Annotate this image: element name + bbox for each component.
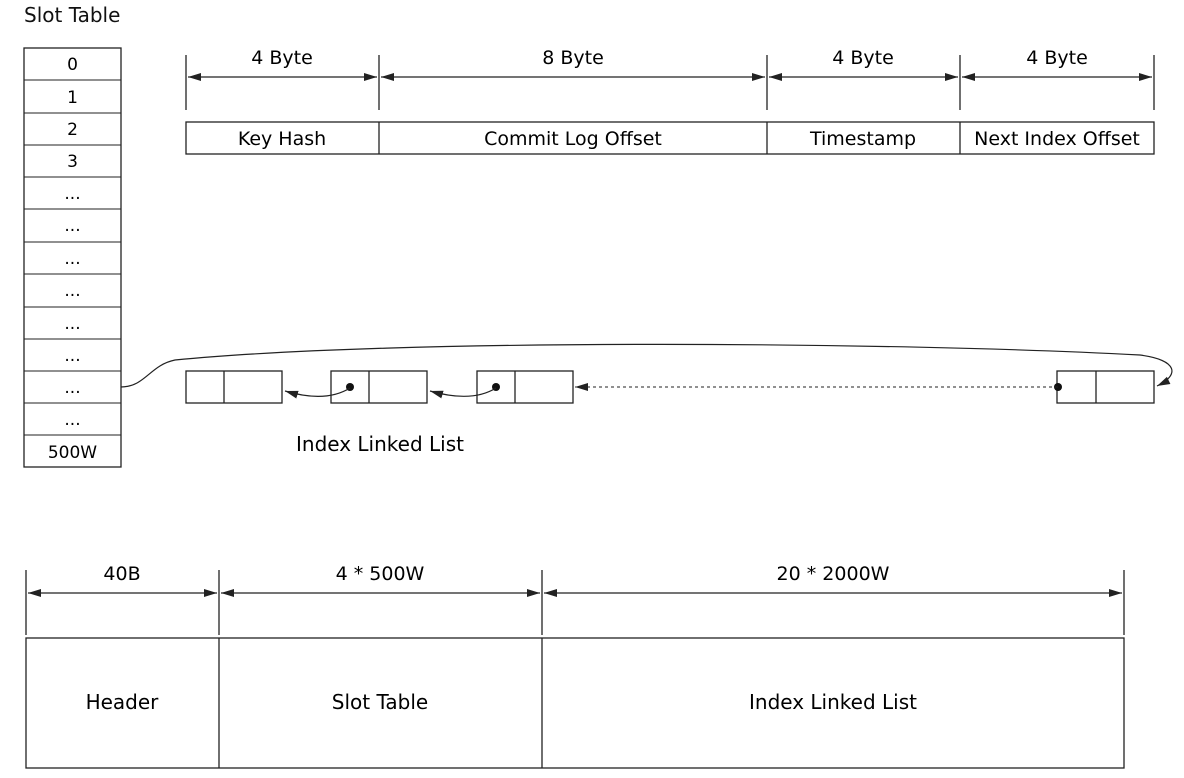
next-pointer-arrow	[429, 387, 497, 399]
section-size-label: 40B	[103, 563, 140, 585]
linked-list-label: Index Linked List	[296, 432, 464, 456]
slot-cell-label: ...	[64, 314, 80, 334]
slot-cell: ...	[24, 410, 121, 436]
slot-cell: 0	[24, 55, 121, 81]
slot-cell: ...	[24, 346, 121, 372]
section-size-label: 4 * 500W	[336, 563, 425, 585]
slot-cell-label: 0	[67, 55, 78, 75]
slot-cell: 500W	[48, 443, 97, 463]
slot-cell-label: ...	[64, 184, 80, 204]
slot-table: 0 1 2 3 ... ... ... ...	[23, 47, 122, 468]
slot-cell-label: 1	[67, 88, 78, 108]
slot-cell-label: ...	[64, 378, 80, 398]
slot-cell: ...	[24, 216, 121, 243]
slot-pointer-curve	[120, 343, 1173, 388]
slot-cell-label: 3	[67, 152, 78, 172]
slot-cell: 3	[24, 152, 121, 178]
list-node	[330, 370, 428, 404]
field-name-label: Commit Log Offset	[484, 128, 662, 150]
index-file-layout: 40B 4 * 500W 20 * 2000W Header Slot Tabl…	[25, 563, 1125, 769]
index-entry-box	[185, 121, 1155, 155]
slot-cell-label: 500W	[48, 443, 97, 463]
next-pointer-arrow	[284, 387, 351, 399]
slot-cell: ...	[24, 184, 121, 210]
slot-cell-label: ...	[64, 249, 80, 269]
slot-cell: ...	[24, 378, 121, 404]
field-name-label: Key Hash	[238, 128, 326, 150]
list-node	[476, 370, 574, 404]
slot-table-title: Slot Table	[24, 3, 120, 27]
section-name-label: Slot Table	[332, 690, 428, 714]
slot-cell-label: ...	[64, 281, 80, 301]
field-name-label: Next Index Offset	[974, 128, 1140, 150]
section-size-label: 20 * 2000W	[777, 563, 890, 585]
section-name-label: Header	[86, 690, 160, 714]
field-size-label: 4 Byte	[251, 47, 313, 69]
field-size-label: 4 Byte	[832, 47, 894, 69]
slot-cell: ...	[24, 281, 121, 308]
field-size-label: 4 Byte	[1026, 47, 1088, 69]
slot-cell: 1	[24, 88, 121, 114]
index-linked-list: Index Linked List	[120, 343, 1173, 456]
slot-cell: ...	[24, 314, 121, 340]
slot-cell-label: 2	[67, 120, 78, 140]
slot-cell: 2	[24, 120, 121, 146]
index-entry-structure: 4 Byte 8 Byte 4 Byte 4 Byte Key Hash Com…	[185, 47, 1155, 155]
slot-cell-label: ...	[64, 410, 80, 430]
list-node	[1054, 370, 1155, 404]
list-node	[185, 370, 283, 404]
section-name-label: Index Linked List	[749, 690, 917, 714]
file-layout-box	[25, 637, 1125, 769]
field-size-label: 8 Byte	[542, 47, 604, 69]
slot-cell-label: ...	[64, 346, 80, 366]
slot-cell-label: ...	[64, 216, 80, 236]
field-name-label: Timestamp	[809, 128, 916, 150]
slot-cell: ...	[24, 249, 121, 275]
slot-table-border	[23, 47, 122, 468]
